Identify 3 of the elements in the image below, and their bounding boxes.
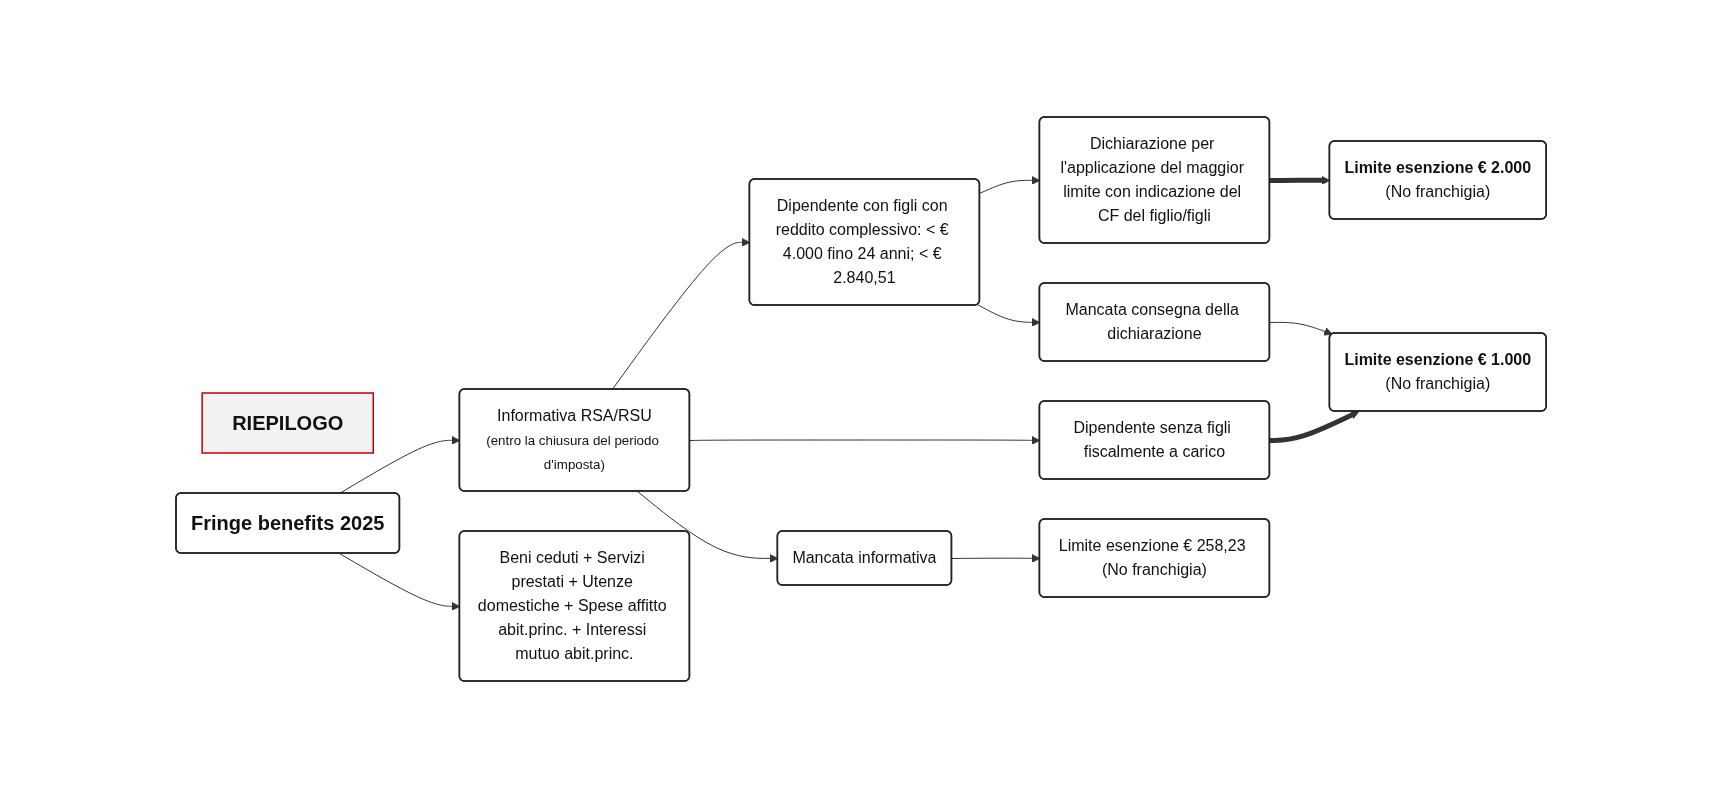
arrow <box>1269 321 1334 336</box>
node-box: RIEPILOGO <box>201 392 375 454</box>
arrow <box>1270 410 1360 443</box>
